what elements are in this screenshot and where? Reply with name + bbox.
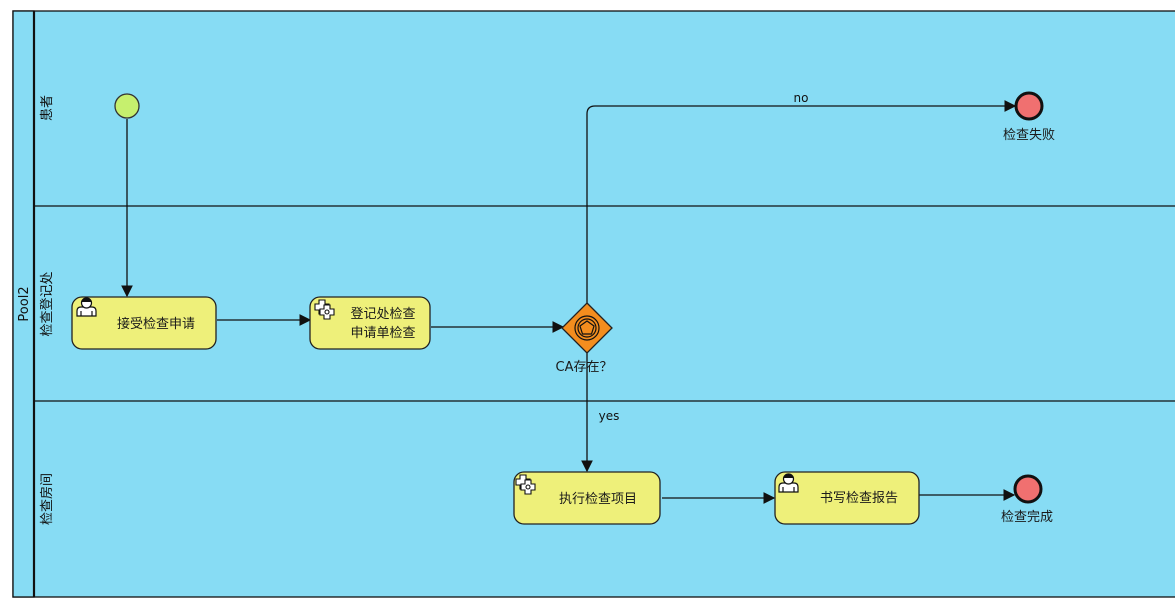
lane-exam-room[interactable]: 检查房间	[39, 473, 55, 525]
user-icon	[778, 473, 799, 493]
gateway-outer-ring	[574, 315, 600, 341]
gear-icon	[314, 299, 335, 320]
end-event-failed[interactable]	[1014, 91, 1044, 121]
task-box	[513, 471, 661, 525]
end-event-failed-label: 检查失败	[1003, 128, 1055, 143]
pentagon-icon	[579, 320, 595, 335]
lane-label-exam-room: 检查房间	[39, 473, 55, 525]
task-box	[71, 296, 217, 350]
task-label: 接受检查申请	[117, 316, 195, 332]
lane-registration[interactable]: 检查登记处	[34, 271, 1175, 402]
task-box	[309, 296, 431, 350]
end-event-completed-label: 检查完成	[1001, 510, 1053, 525]
start-event[interactable]	[114, 93, 140, 119]
task-label: 书写检查报告	[820, 491, 898, 506]
flow-label-yes: yes	[599, 409, 620, 423]
task-execute-exam[interactable]: 执行检查项目	[513, 471, 661, 525]
task-box	[774, 471, 920, 525]
task-label-line1: 登记处检查	[350, 307, 415, 322]
task-accept-request[interactable]: 接受检查申请	[71, 296, 217, 350]
end-event-completed[interactable]	[1013, 474, 1043, 504]
task-write-report[interactable]: 书写检查报告	[774, 471, 920, 525]
flow-label-no: no	[794, 91, 809, 105]
gateway-diamond	[561, 302, 613, 354]
gateway-label: CA存在？	[556, 360, 613, 375]
gear-icon	[515, 474, 536, 495]
task-label-line2: 申请单检查	[350, 326, 415, 341]
lane-patient[interactable]: 患者	[34, 95, 1175, 207]
event-based-gateway[interactable]	[561, 302, 613, 354]
end-event-circle	[1013, 474, 1043, 504]
user-icon	[76, 297, 97, 317]
end-event-circle	[1014, 91, 1044, 121]
flow-gateway-no[interactable]	[586, 100, 1017, 303]
task-registration-check[interactable]: 登记处检查 申请单检查	[309, 296, 431, 350]
sequence-flows	[121, 100, 1017, 504]
pool-label: Pool2	[17, 286, 32, 321]
lane-label-patient: 患者	[40, 95, 55, 121]
gateway-inner-ring	[577, 318, 597, 338]
lane-label-registration: 检查登记处	[40, 271, 55, 336]
task-label: 执行检查项目	[559, 492, 637, 507]
